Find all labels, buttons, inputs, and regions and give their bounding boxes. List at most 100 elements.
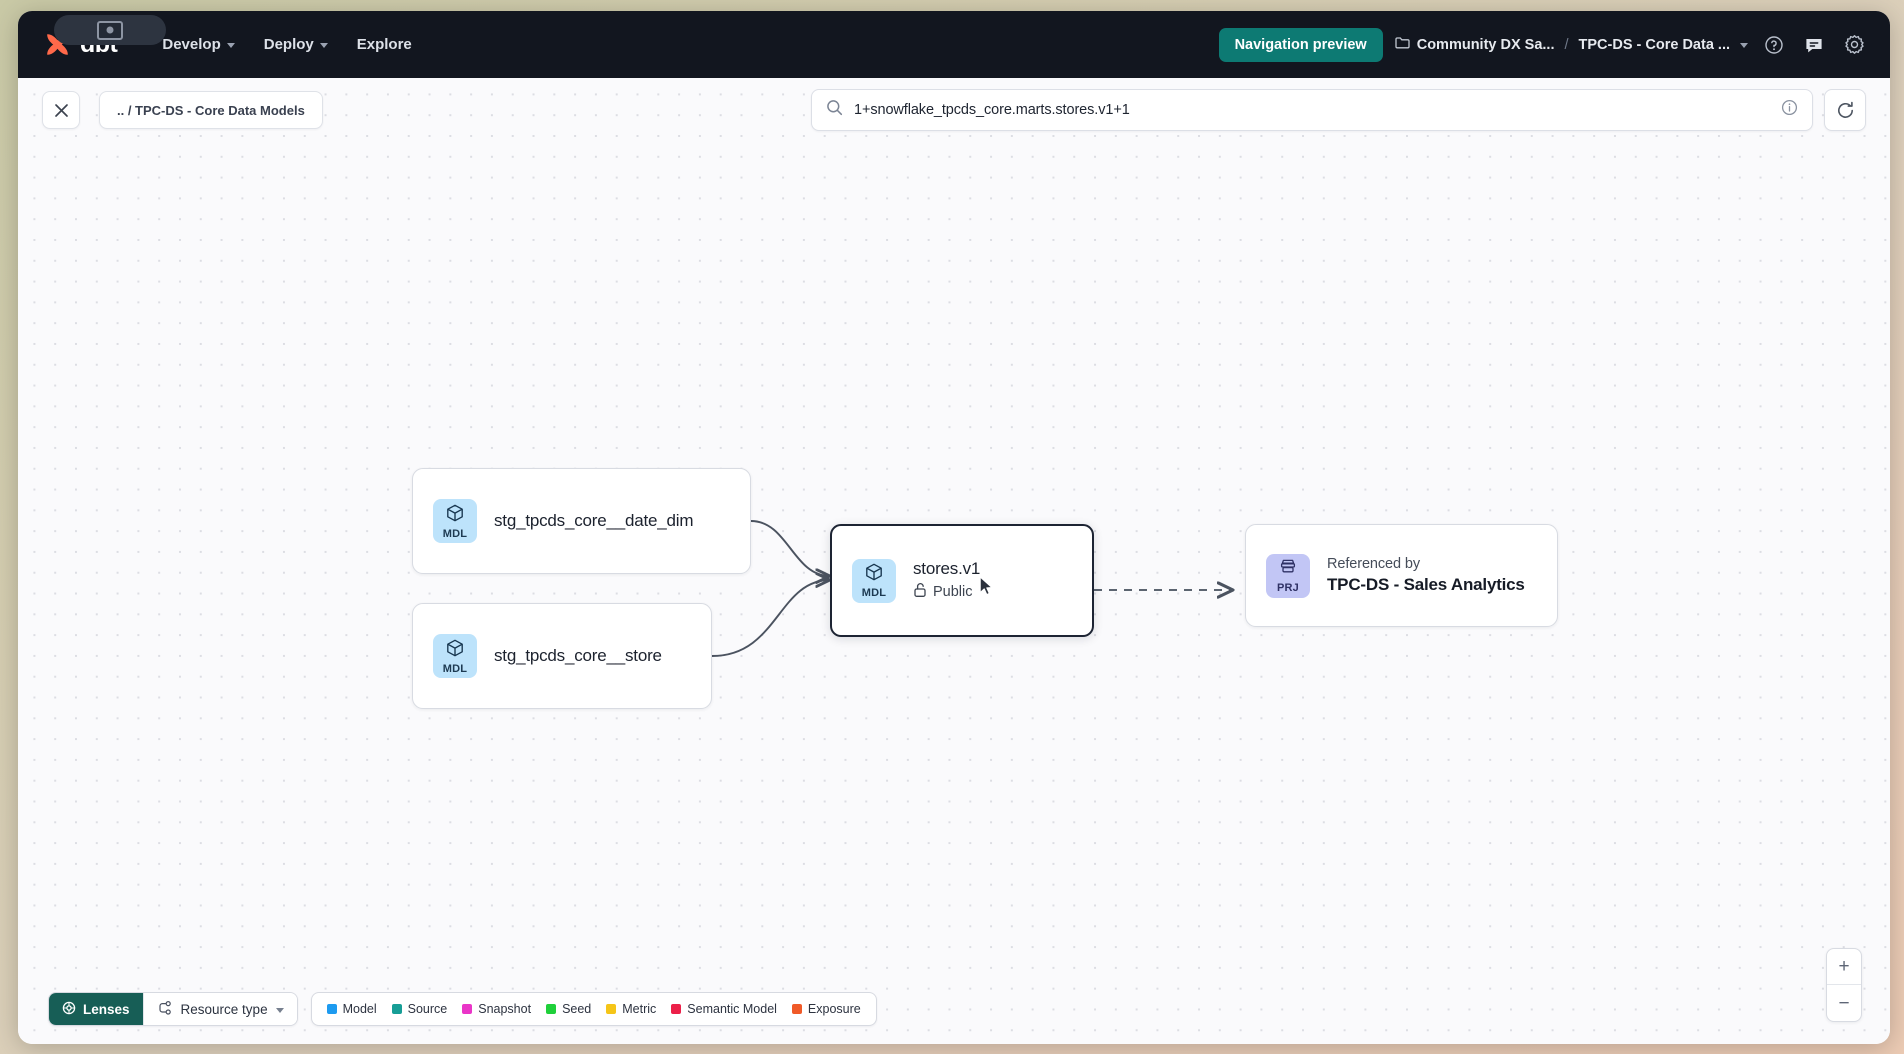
help-circle-icon[interactable] bbox=[1760, 31, 1788, 59]
zoom-in-button[interactable]: + bbox=[1827, 949, 1861, 985]
node-access: Public bbox=[913, 582, 980, 602]
legend-item-model: Model bbox=[326, 1002, 377, 1016]
breadcrumb-project[interactable]: TPC-DS - Core Data ... bbox=[1579, 37, 1748, 53]
node-badge-label: MDL bbox=[861, 587, 887, 599]
top-navbar: dbt Develop Deploy Explore Navigation pr… bbox=[18, 11, 1890, 78]
graph-breadcrumb-chip[interactable]: .. / TPC-DS - Core Data Models bbox=[99, 91, 323, 129]
lenses-label: Lenses bbox=[83, 1001, 130, 1017]
legend-swatch-model bbox=[326, 1004, 337, 1014]
legend-item-snapshot: Snapshot bbox=[462, 1002, 531, 1016]
nav-item-explore-label: Explore bbox=[356, 36, 412, 53]
legend-item-seed: Seed bbox=[546, 1002, 591, 1016]
node-body: Referenced by TPC-DS - Sales Analytics bbox=[1327, 556, 1525, 595]
lenses-group: Lenses Resource type bbox=[48, 992, 298, 1026]
zoom-out-button[interactable]: − bbox=[1838, 992, 1850, 1014]
node-badge-label: MDL bbox=[442, 662, 468, 675]
legend-item-semantic-model: Semantic Model bbox=[671, 1002, 777, 1016]
legend-swatch-metric bbox=[606, 1004, 617, 1014]
node-title: stores.v1 bbox=[913, 559, 981, 578]
navigation-preview-button[interactable]: Navigation preview bbox=[1218, 27, 1383, 62]
chevron-down-icon bbox=[275, 1007, 284, 1013]
legend-label-metric: Metric bbox=[622, 1002, 657, 1016]
legend-label-source: Source bbox=[407, 1002, 448, 1016]
chevron-down-icon bbox=[1740, 43, 1748, 48]
node-badge-model: MDL bbox=[852, 558, 896, 603]
unlock-icon bbox=[913, 582, 927, 602]
breadcrumb-project-label: TPC-DS - Core Data ... bbox=[1578, 36, 1730, 53]
nav-right-group: Navigation preview Community DX Sa... / … bbox=[1218, 27, 1868, 62]
breadcrumb-account-label: Community DX Sa... bbox=[1416, 36, 1555, 53]
node-body: stores.v1 Public bbox=[913, 559, 980, 602]
lineage-node-stg-tpcds-core-store[interactable]: MDL stg_tpcds_core__store bbox=[412, 603, 712, 709]
lenses-button[interactable]: Lenses bbox=[49, 993, 143, 1025]
breadcrumb-account[interactable]: Community DX Sa... bbox=[1395, 36, 1555, 53]
node-badge-label: MDL bbox=[442, 527, 468, 540]
lineage-node-referenced-by-project[interactable]: PRJ Referenced by TPC-DS - Sales Analyti… bbox=[1245, 524, 1558, 627]
cube-icon bbox=[445, 638, 465, 663]
edge-date-dim-to-stores bbox=[750, 520, 830, 576]
refresh-lineage-button[interactable] bbox=[1824, 89, 1866, 131]
legend-swatch-seed bbox=[546, 1004, 557, 1014]
nav-item-deploy-label: Deploy bbox=[263, 36, 314, 53]
legend-label-model: Model bbox=[342, 1002, 377, 1016]
legend-label-snapshot: Snapshot bbox=[478, 1002, 532, 1016]
edge-store-to-stores bbox=[711, 580, 830, 657]
canvas-bottom-toolbar: Lenses Resource type bbox=[48, 992, 877, 1026]
close-lineage-button[interactable] bbox=[42, 91, 80, 129]
legend-label-semantic-model: Semantic Model bbox=[687, 1002, 777, 1016]
resource-type-legend: Model Source Snapshot Seed Metric bbox=[310, 992, 877, 1026]
node-title: TPC-DS - Sales Analytics bbox=[1327, 575, 1525, 594]
node-eyebrow: Referenced by bbox=[1327, 556, 1421, 572]
legend-label-seed: Seed bbox=[562, 1002, 592, 1016]
nav-item-develop[interactable]: Develop bbox=[149, 28, 247, 61]
project-stack-icon bbox=[1278, 557, 1298, 582]
lineage-canvas[interactable]: MDL stg_tpcds_core__date_dim MDL stg_tpc… bbox=[18, 78, 1890, 1044]
chevron-down-icon bbox=[319, 43, 328, 48]
resource-type-label: Resource type bbox=[180, 1001, 268, 1017]
search-icon bbox=[826, 99, 843, 121]
nav-item-deploy[interactable]: Deploy bbox=[251, 28, 341, 61]
node-title: stg_tpcds_core__store bbox=[494, 646, 662, 665]
search-group bbox=[811, 89, 1866, 131]
legend-swatch-semantic-model bbox=[671, 1004, 682, 1014]
legend-label-exposure: Exposure bbox=[807, 1002, 861, 1016]
node-badge-model: MDL bbox=[433, 634, 477, 678]
info-circle-icon[interactable] bbox=[1781, 99, 1798, 121]
zoom-controls: + − bbox=[1826, 948, 1862, 1022]
node-badge-model: MDL bbox=[433, 499, 477, 543]
app-window: dbt Develop Deploy Explore Navigation pr… bbox=[18, 11, 1890, 1044]
feedback-chat-icon[interactable] bbox=[1800, 31, 1828, 59]
lineage-node-stg-tpcds-core-date-dim[interactable]: MDL stg_tpcds_core__date_dim bbox=[412, 468, 751, 574]
legend-swatch-exposure bbox=[791, 1004, 802, 1014]
node-title: stg_tpcds_core__date_dim bbox=[494, 511, 694, 530]
lineage-search-box[interactable] bbox=[811, 89, 1813, 131]
lineage-edges bbox=[711, 520, 1890, 657]
lineage-search-input[interactable] bbox=[854, 102, 1770, 118]
primary-nav: Develop Deploy Explore bbox=[149, 28, 424, 61]
node-badge-project: PRJ bbox=[1266, 553, 1310, 598]
nav-item-develop-label: Develop bbox=[162, 36, 221, 53]
resource-type-icon bbox=[157, 1000, 173, 1019]
resource-type-dropdown[interactable]: Resource type bbox=[142, 993, 297, 1025]
node-badge-label: PRJ bbox=[1277, 582, 1299, 594]
legend-item-exposure: Exposure bbox=[791, 1002, 861, 1016]
lineage-node-stores-v1[interactable]: MDL stores.v1 Public bbox=[830, 524, 1094, 637]
folder-icon bbox=[1395, 36, 1410, 53]
node-body: stg_tpcds_core__date_dim bbox=[494, 511, 694, 531]
chevron-down-icon bbox=[226, 43, 235, 48]
legend-swatch-snapshot bbox=[462, 1004, 473, 1014]
gear-icon[interactable] bbox=[1840, 31, 1868, 59]
node-access-label: Public bbox=[933, 584, 973, 600]
legend-item-source: Source bbox=[391, 1002, 448, 1016]
nav-item-explore[interactable]: Explore bbox=[344, 28, 425, 61]
cube-icon bbox=[864, 562, 884, 587]
legend-swatch-source bbox=[391, 1004, 402, 1014]
cube-icon bbox=[445, 503, 465, 528]
breadcrumb: Community DX Sa... / TPC-DS - Core Data … bbox=[1395, 36, 1748, 53]
node-body: stg_tpcds_core__store bbox=[494, 646, 662, 666]
legend-item-metric: Metric bbox=[606, 1002, 656, 1016]
screen-share-glyph bbox=[97, 20, 123, 40]
screen-share-icon bbox=[54, 15, 166, 45]
breadcrumb-separator: / bbox=[1564, 36, 1569, 53]
lenses-icon bbox=[62, 1001, 76, 1018]
